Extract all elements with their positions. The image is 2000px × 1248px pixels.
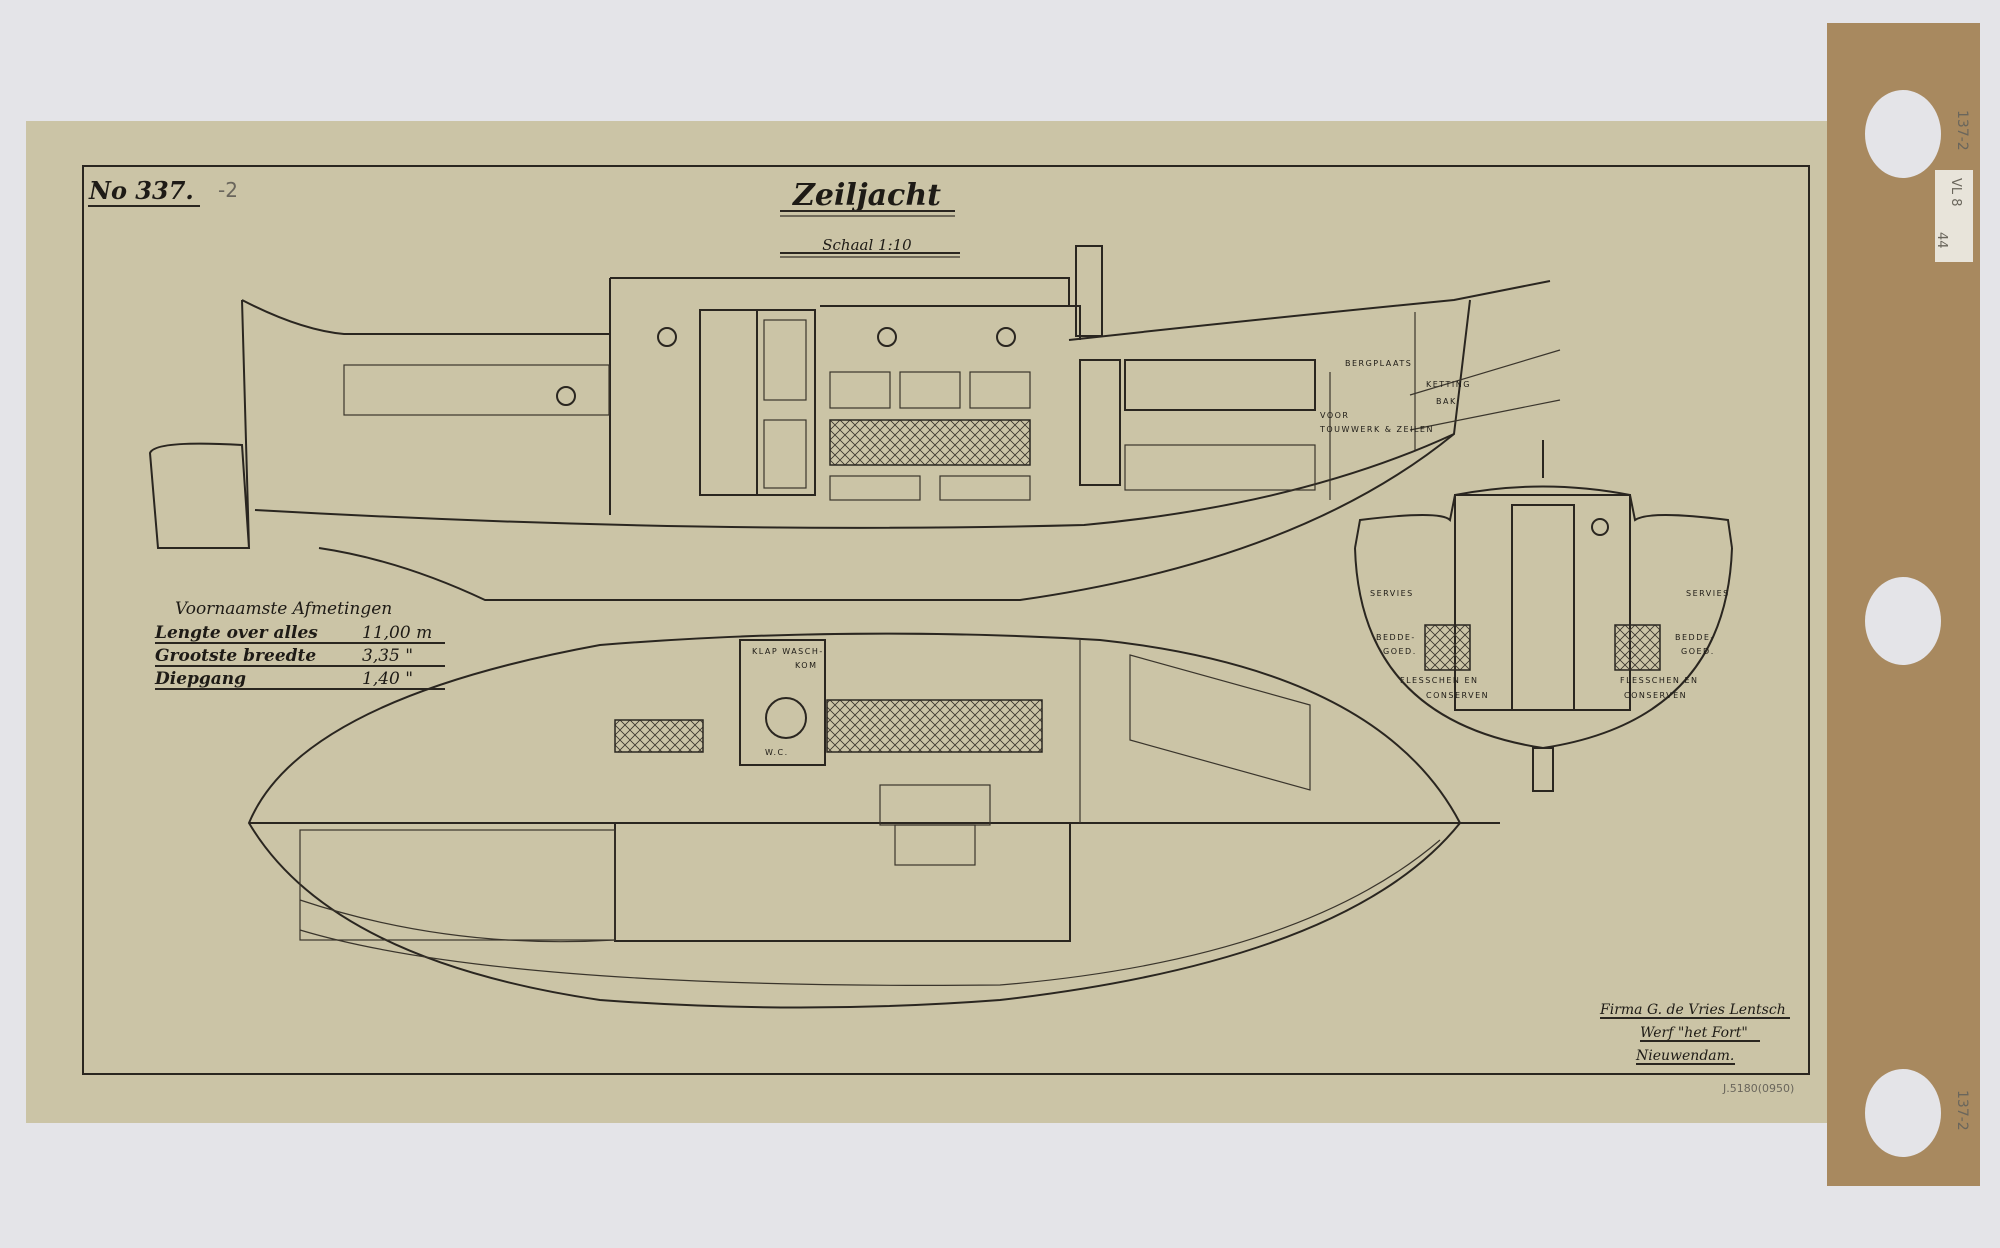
pencil-suffix: -2 [218,178,238,202]
drawing-number: No 337. [88,176,194,205]
dimension-value: 11,00 m [362,623,432,643]
label-bedde-left: BEDDE- [1376,633,1416,642]
label-flesschen-left: FLESSCHEN EN [1400,676,1479,685]
side-elevation [148,245,1561,601]
dimension-label: Diepgang [154,669,246,689]
dimensions-heading: Voornaamste Afmetingen [175,599,392,619]
drawing-frame [82,165,1810,1075]
label-vl8: VL 8 [1948,178,1963,207]
label-goed-right: GOED. [1681,647,1715,656]
punch-hole [1865,90,1941,178]
drawing-scale: Schaal 1:10 [822,236,912,254]
label-flesschen-right: FLESSCHEN EN [1620,676,1699,685]
label-wc: W.C. [765,748,789,757]
dimension-value: 3,35 " [362,646,413,666]
dimension-label: Lengte over alles [154,623,318,643]
maker-line-2: Werf "het Fort" [1640,1025,1748,1041]
punch-hole [1865,1069,1941,1157]
label-servies-left: SERVIES [1370,589,1414,598]
label-bedde-right: BEDDE- [1675,633,1715,642]
drawing-title: Zeiljacht [792,178,941,213]
archive-stamp: J.5180(0950) [1722,1082,1794,1095]
strip-number-top: 137-2 [1954,110,1970,151]
paper-sheet [26,121,1832,1123]
label-touwwerk: TOUWWERK & ZEILEN [1319,425,1434,434]
label-goed-left: GOED. [1383,647,1417,656]
strip-number-bottom: 137-2 [1954,1090,1970,1131]
label-klap-wasch: KLAP WASCH- [752,647,824,656]
punch-hole [1865,577,1941,665]
label-bak: BAK [1436,397,1457,406]
label-conserven-left: CONSERVEN [1426,691,1489,700]
maker-line-1: Firma G. de Vries Lentsch [1599,1002,1786,1018]
dimension-label: Grootste breedte [155,646,316,666]
label-voor: VOOR [1320,411,1349,420]
dimensions-table: Voornaamste Afmetingen Lengte over alles… [154,599,445,690]
archive-strip [1827,23,1980,1186]
label-bergplaats: BERGPLAATS [1345,359,1412,368]
label-conserven-right: CONSERVEN [1624,691,1687,700]
label-ketting: KETTING [1426,380,1471,389]
dimension-value: 1,40 " [362,669,413,689]
plan-view [247,632,1500,1009]
label-44: 44 [1934,232,1949,249]
cross-section [1354,440,1733,792]
label-kom: KOM [795,661,818,670]
label-servies-right: SERVIES [1686,589,1730,598]
maker-line-3: Nieuwendam. [1635,1048,1734,1064]
archive-label-sticker [1935,170,1973,262]
